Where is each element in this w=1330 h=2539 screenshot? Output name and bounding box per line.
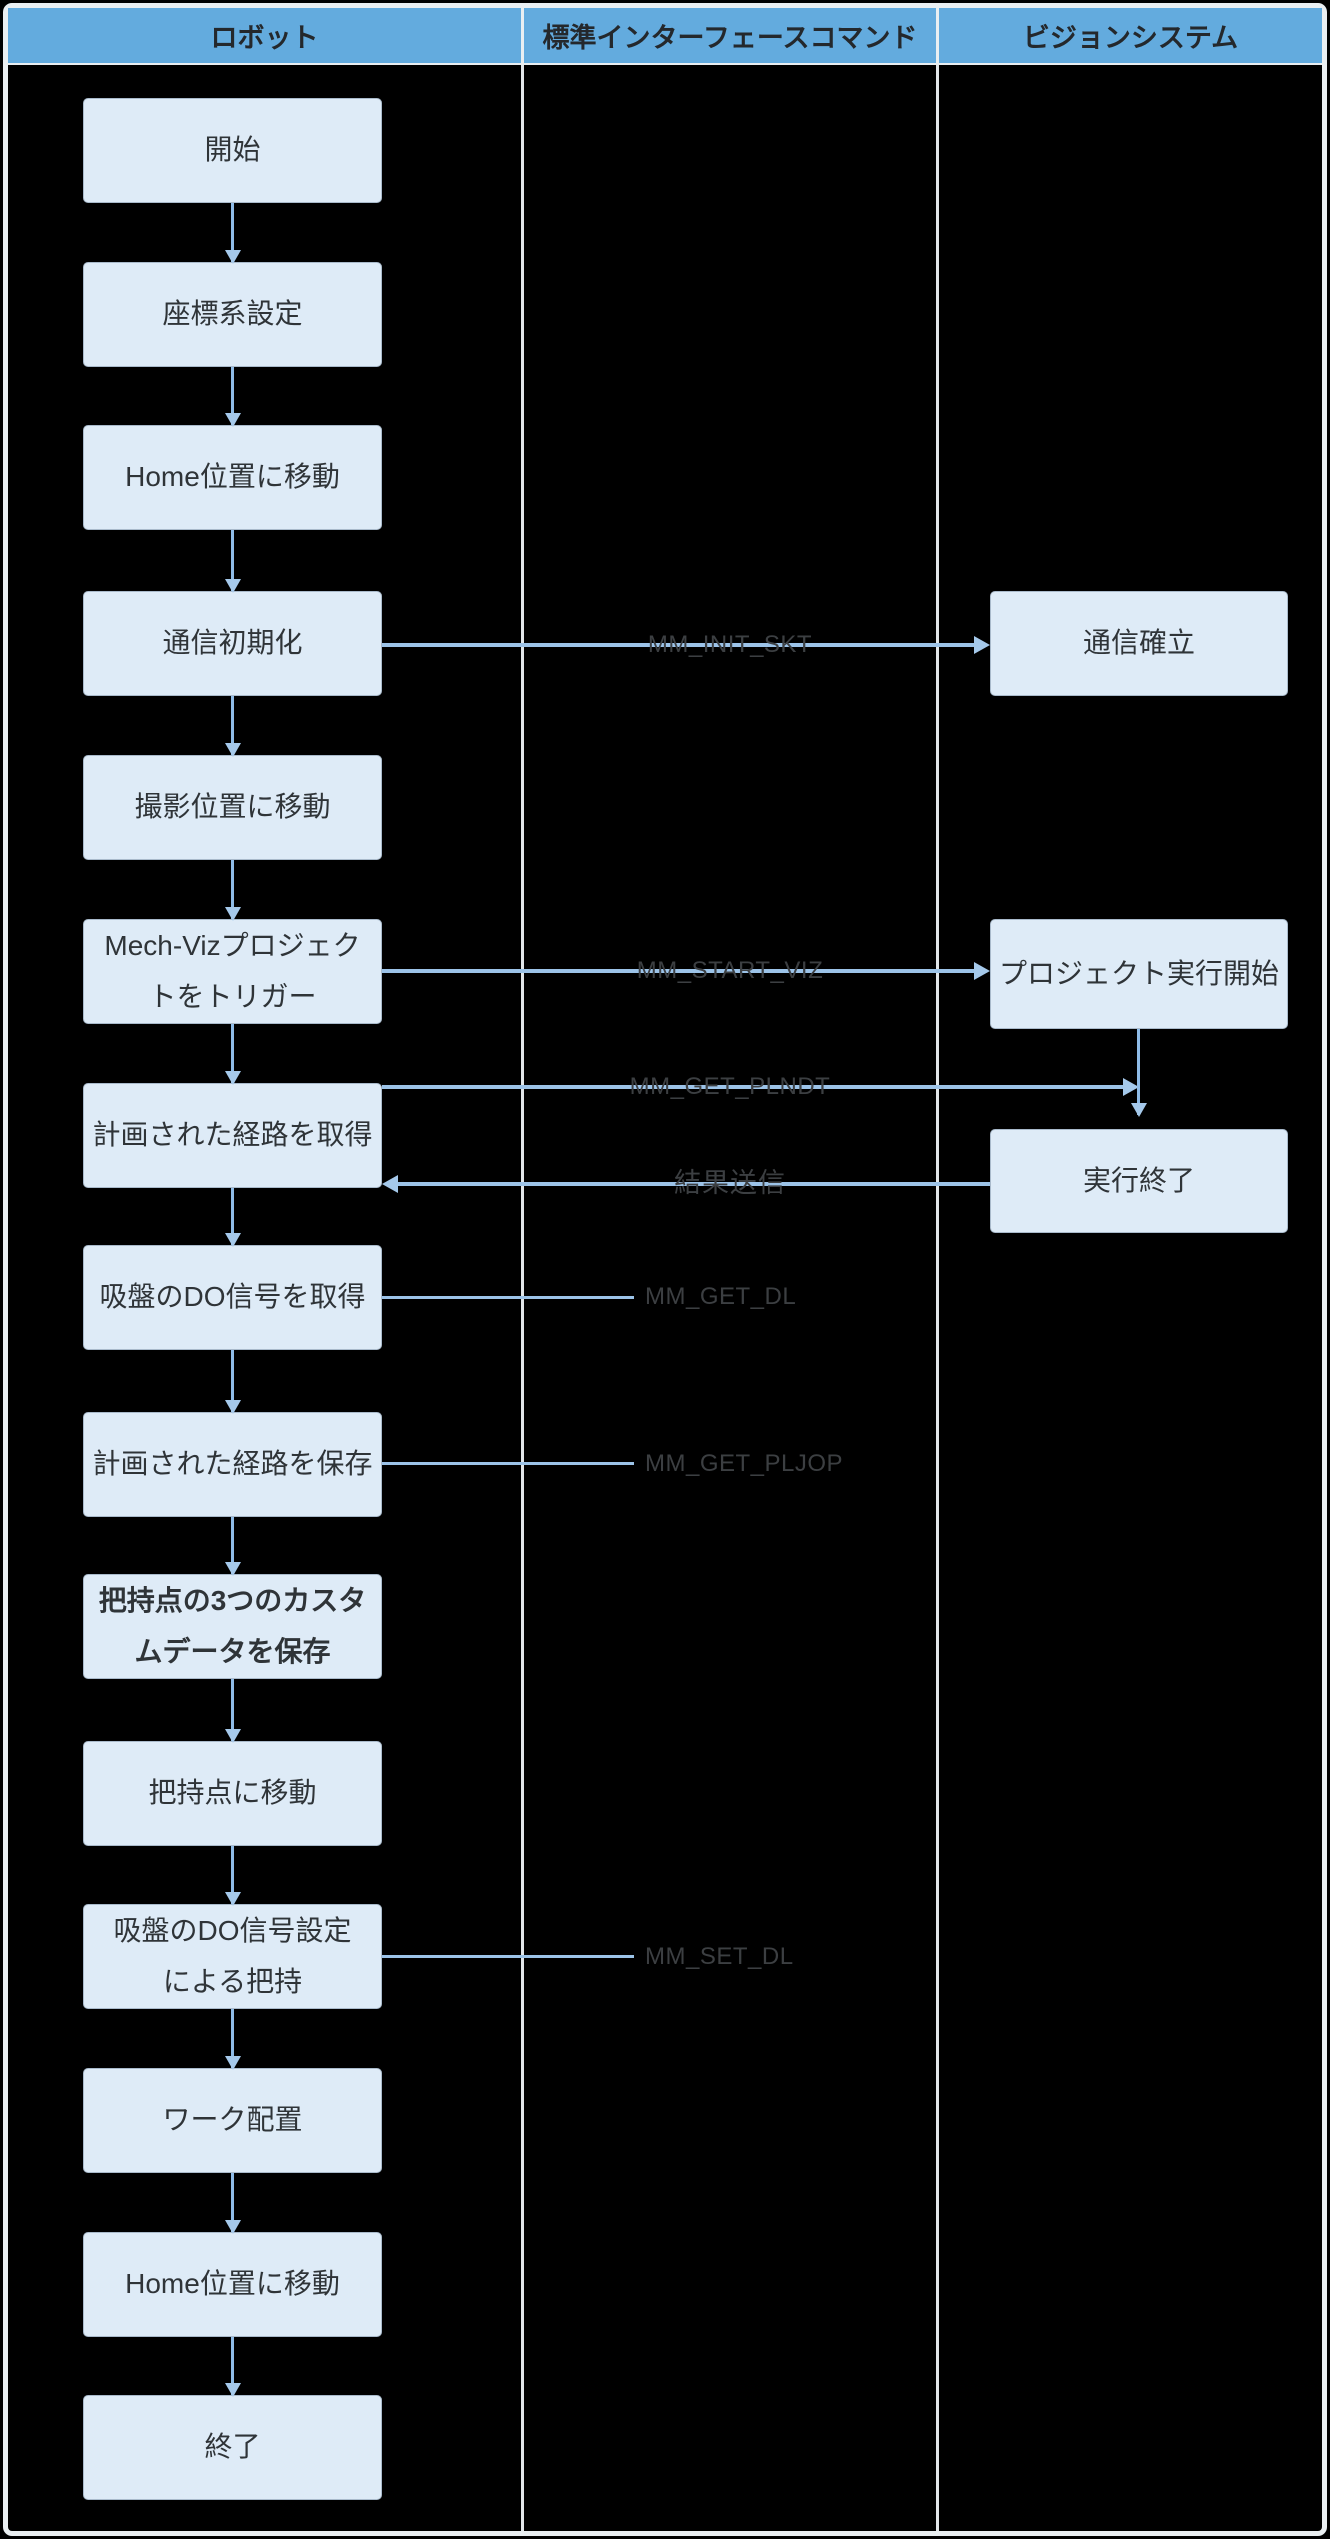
arrow-mechviz-to-getpath <box>231 1024 234 1083</box>
lane-header-interface-commands: 標準インターフェースコマンド <box>524 8 936 63</box>
lane-header-robot: ロボット <box>8 8 521 63</box>
flow-node-move-grasp-point: 把持点に移動 <box>83 1741 382 1846</box>
arrow-getdo-to-savepath <box>231 1350 234 1412</box>
connector-mm-set-dl <box>382 1955 634 1958</box>
arrow-home-to-end <box>231 2337 234 2395</box>
flow-node-communication-established: 通信確立 <box>990 591 1288 696</box>
arrow-home-to-init <box>231 530 234 591</box>
connector-mm-get-plndt <box>382 1085 1124 1089</box>
flow-node-project-execution-start: プロジェクト実行開始 <box>990 919 1288 1029</box>
arrow-grasp-to-place <box>231 2009 234 2068</box>
arrow-capture-to-mechviz <box>231 860 234 919</box>
flow-node-grasp-by-do-signal: 吸盤のDO信号設定 による把持 <box>83 1904 382 2009</box>
connector-result-send <box>397 1182 990 1186</box>
arrow-getpath-to-getdo <box>231 1188 234 1245</box>
lane-separator-2 <box>936 65 939 2531</box>
lane-header-row: ロボット 標準インターフェースコマンド ビジョンシステム <box>8 8 1322 65</box>
connector-mm-init-skt <box>382 643 975 647</box>
connector-mm-get-pljop <box>382 1462 634 1465</box>
flow-node-place-workpiece: ワーク配置 <box>83 2068 382 2173</box>
flow-node-execution-end: 実行終了 <box>990 1129 1288 1233</box>
lane-header-vision-system: ビジョンシステム <box>939 8 1322 63</box>
flow-node-end: 終了 <box>83 2395 382 2500</box>
command-label-mm-set-dl: MM_SET_DL <box>645 1943 794 1970</box>
arrow-start-to-coordinate <box>231 203 234 262</box>
arrow-savepath-to-savedata <box>231 1517 234 1574</box>
flow-node-trigger-mechviz-project: Mech-Vizプロジェク トをトリガー <box>83 919 382 1024</box>
flow-node-get-planned-path: 計画された経路を取得 <box>83 1083 382 1188</box>
command-label-mm-start-viz: MM_START_VIZ <box>636 957 824 984</box>
connector-mm-get-dl <box>382 1296 634 1299</box>
arrow-movegrasp-to-grasp <box>231 1846 234 1904</box>
flow-node-get-suction-do-signal: 吸盤のDO信号を取得 <box>83 1245 382 1350</box>
arrow-project-start-to-execution-end <box>1137 1029 1140 1115</box>
command-label-result-send: 結果送信 <box>674 1168 786 1198</box>
flow-node-start: 開始 <box>83 98 382 203</box>
flow-node-save-grasp-custom-data: 把持点の3つのカスタ ムデータを保存 <box>83 1574 382 1679</box>
flow-node-move-home-2: Home位置に移動 <box>83 2232 382 2337</box>
arrow-place-to-home <box>231 2173 234 2232</box>
command-label-mm-get-pljop: MM_GET_PLJOP <box>645 1450 844 1477</box>
flow-node-move-home-1: Home位置に移動 <box>83 425 382 530</box>
arrow-coordinate-to-home <box>231 367 234 425</box>
flow-node-init-communication: 通信初期化 <box>83 591 382 696</box>
arrow-init-to-capture <box>231 696 234 755</box>
command-label-mm-init-skt: MM_INIT_SKT <box>647 631 813 658</box>
command-label-mm-get-plndt: MM_GET_PLNDT <box>629 1073 831 1100</box>
outer-frame <box>3 3 1327 2536</box>
arrow-savedata-to-movegrasp <box>231 1679 234 1741</box>
connector-mm-start-viz <box>382 969 975 973</box>
flow-node-set-coordinate-system: 座標系設定 <box>83 262 382 367</box>
flow-node-save-planned-path: 計画された経路を保存 <box>83 1412 382 1517</box>
flow-node-move-capture-position: 撮影位置に移動 <box>83 755 382 860</box>
command-label-mm-get-dl: MM_GET_DL <box>645 1283 797 1310</box>
